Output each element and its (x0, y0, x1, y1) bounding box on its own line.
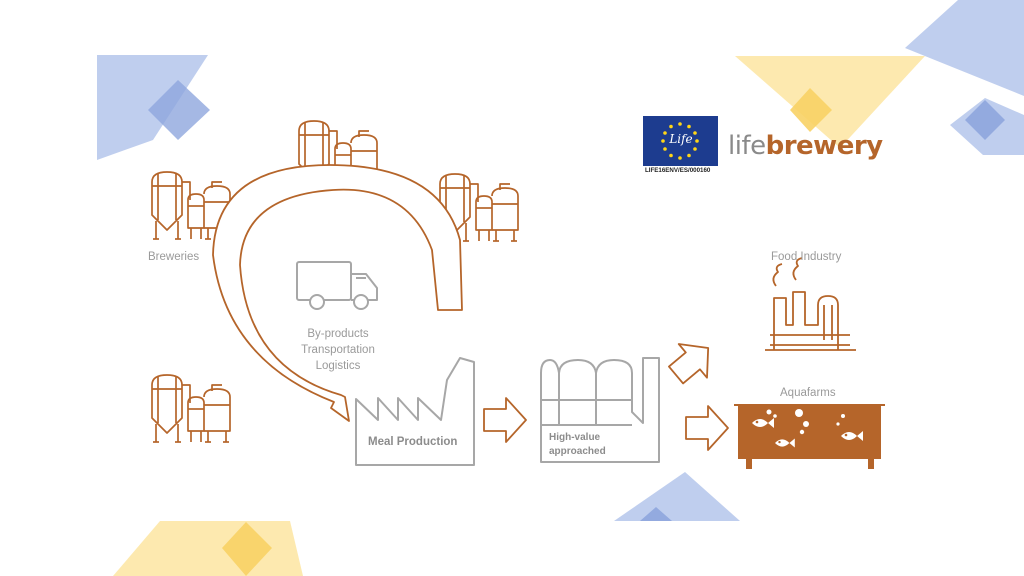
eu-life-flag (643, 116, 718, 166)
brand-name: lifebrewery (728, 131, 883, 161)
eu-flag-word: Life (669, 132, 693, 146)
aquafarms-label: Aquafarms (780, 387, 836, 399)
food-industry-label: Food Industry (771, 251, 842, 263)
high-value-line-1: High-value (549, 432, 601, 443)
meal-production-label: Meal Production (368, 436, 458, 448)
truck-icon (296, 261, 378, 310)
fish-tank-icon (734, 404, 885, 469)
decor-shapes (97, 0, 1024, 576)
truck-label: By-products Transportation Logistics (283, 326, 393, 374)
circular-flow-arrow (212, 164, 463, 422)
brand-suffix: brewery (765, 131, 884, 161)
brand-prefix: life (728, 131, 766, 161)
truck-label-line-1: By-products (307, 328, 369, 340)
truck-label-line-3: Logistics (315, 360, 361, 372)
high-value-label: High-value approached (549, 431, 606, 459)
arrow-right-icon (483, 330, 729, 451)
high-value-line-2: approached (549, 446, 606, 457)
truck-label-line-2: Transportation (301, 344, 375, 356)
industry-plant-icon (765, 257, 856, 351)
factory-icon (355, 357, 475, 466)
greenhouse-icon (540, 357, 660, 463)
breweries-label: Breweries (148, 251, 200, 263)
project-code: LIFE16ENV/ES/000160 (645, 167, 711, 174)
